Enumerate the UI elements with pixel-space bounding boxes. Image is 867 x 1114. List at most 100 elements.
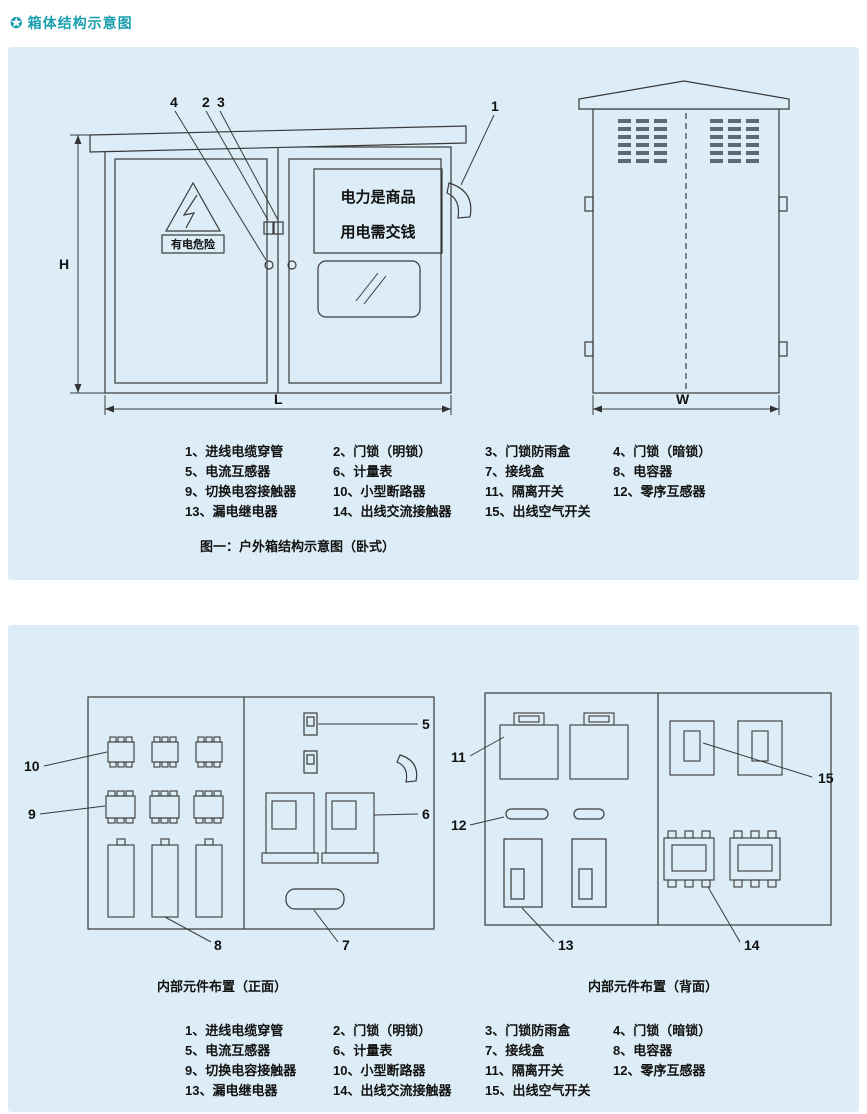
legend-item-2: 2、门锁（明锁） <box>333 444 432 459</box>
energy-meter <box>261 792 319 864</box>
isolation-switch <box>569 712 629 780</box>
callout-13: 13 <box>558 937 574 953</box>
cable-entry-handle <box>446 182 472 219</box>
dimension-W: W <box>592 391 780 415</box>
dim-w-label: W <box>676 391 690 407</box>
callout-4: 4 <box>170 94 178 110</box>
page-title: 箱体结构示意图 <box>27 15 133 31</box>
legend2-item-14: 14、出线交流接触器 <box>333 1083 452 1098</box>
legend-item-8: 8、电容器 <box>613 464 673 479</box>
legend2-item-4: 4、门锁（暗锁） <box>613 1023 712 1038</box>
legend-item-empty <box>613 502 763 522</box>
callout-6: 6 <box>422 806 430 822</box>
dimension-H: H <box>59 134 105 394</box>
legend-item-5: 5、电流互感器 <box>185 464 271 479</box>
callout-11: 11 <box>451 749 466 765</box>
ac-contactor <box>729 830 781 888</box>
figure1-caption: 图一：户外箱结构示意图（卧式） <box>200 539 396 554</box>
dim-h-label: H <box>59 256 69 272</box>
legend2-item-13: 13、漏电继电器 <box>185 1083 278 1098</box>
legend2-item-6: 6、计量表 <box>333 1043 393 1058</box>
figure2-panel: 10 9 8 5 6 7 <box>8 625 859 1112</box>
legend2-item-11: 11、隔离开关 <box>485 1063 564 1078</box>
legend2-item-8: 8、电容器 <box>613 1043 673 1058</box>
callout-9: 9 <box>28 806 36 822</box>
figure2-legend: 1、进线电缆穿管 2、门锁（明锁） 3、门锁防雨盒 4、门锁（暗锁） 5、电流互… <box>8 1021 859 1101</box>
legend2-item-2: 2、门锁（明锁） <box>333 1023 432 1038</box>
energy-meter <box>321 792 379 864</box>
leakage-relays <box>503 838 607 908</box>
gear-icon: ✪ <box>10 14 23 32</box>
callout-10: 10 <box>24 758 40 774</box>
legend-item-3: 3、门锁防雨盒 <box>485 444 571 459</box>
legend2-item-7: 7、接线盒 <box>485 1043 545 1058</box>
legend-item-14: 14、出线交流接触器 <box>333 504 452 519</box>
legend-item-10: 10、小型断路器 <box>333 484 426 499</box>
door-locks <box>263 221 297 270</box>
door-handle <box>396 754 418 783</box>
figure1-panel: 有电危险 电力是商品 用电需交钱 1 <box>8 47 859 580</box>
callout-5: 5 <box>422 716 430 732</box>
legend-item-1: 1、进线电缆穿管 <box>185 444 284 459</box>
cabinet-rear-view <box>578 80 790 394</box>
warning-label: 有电危险 <box>171 237 216 251</box>
isolation-switch <box>499 712 559 780</box>
callout-14: 14 <box>744 937 760 953</box>
capacitor <box>151 838 179 918</box>
back-layout-label: 内部元件布置（背面） <box>588 979 718 994</box>
legend-item-7: 7、接线盒 <box>485 464 545 479</box>
cable-slots <box>505 808 605 820</box>
cabinet-roof <box>89 125 467 153</box>
figure2-back-callouts: 11 12 13 15 14 <box>451 736 834 953</box>
legend-item-4: 4、门锁（暗锁） <box>613 444 712 459</box>
legend2-item-15: 15、出线空气开关 <box>485 1083 591 1098</box>
mini-breaker <box>151 736 179 768</box>
rear-roof <box>578 80 790 110</box>
capacitor-contactor <box>193 790 224 824</box>
front-layout-label: 内部元件布置（正面） <box>157 979 287 994</box>
page-header: ✪ 箱体结构示意图 <box>0 0 867 37</box>
capacitor-contactor <box>149 790 180 824</box>
callout-8: 8 <box>214 937 222 953</box>
meter-window <box>317 260 421 318</box>
legend-item-6: 6、计量表 <box>333 464 393 479</box>
junction-box <box>285 888 345 910</box>
legend2-item-5: 5、电流互感器 <box>185 1043 271 1058</box>
sign-line1: 电力是商品 <box>340 188 415 206</box>
mini-breaker <box>195 736 223 768</box>
mini-breaker <box>107 736 135 768</box>
capacitor <box>107 838 135 918</box>
capacitor <box>195 838 223 918</box>
ac-contactor <box>663 830 715 888</box>
capacitor-contactor <box>105 790 136 824</box>
figure1-diagram: 有电危险 电力是商品 用电需交钱 1 <box>59 80 790 415</box>
legend-item-12: 12、零序互感器 <box>613 484 706 499</box>
legend-item-13: 13、漏电继电器 <box>185 504 278 519</box>
callout-2: 2 <box>202 94 210 110</box>
legend-item-11: 11、隔离开关 <box>485 484 564 499</box>
figure1-callouts: 1 4 2 3 <box>170 94 499 261</box>
sign-line2: 用电需交钱 <box>340 223 415 241</box>
legend2-item-empty <box>613 1081 763 1101</box>
callout-12: 12 <box>451 817 467 833</box>
callout-7: 7 <box>342 937 350 953</box>
cabinet-front-view: 有电危险 电力是商品 用电需交钱 <box>89 125 472 394</box>
hinges <box>584 196 788 357</box>
legend2-item-3: 3、门锁防雨盒 <box>485 1023 571 1038</box>
callout-15: 15 <box>818 770 834 786</box>
figure2-diagram: 10 9 8 5 6 7 <box>24 692 834 994</box>
current-transformers <box>303 712 318 774</box>
legend2-item-1: 1、进线电缆穿管 <box>185 1023 284 1038</box>
internal-back-layout <box>484 692 832 926</box>
legend-item-15: 15、出线空气开关 <box>485 504 591 519</box>
legend2-item-12: 12、零序互感器 <box>613 1063 706 1078</box>
legend-item-9: 9、切换电容接触器 <box>185 484 297 499</box>
dimension-L: L <box>104 391 452 415</box>
electric-danger-warning: 有电危险 <box>161 181 225 254</box>
legend2-item-10: 10、小型断路器 <box>333 1063 426 1078</box>
notice-sign: 电力是商品 用电需交钱 <box>313 168 443 254</box>
outgoing-air-switch <box>669 720 715 776</box>
figure2-front-callouts: 10 9 8 5 6 7 <box>24 716 430 953</box>
callout-1: 1 <box>491 98 499 114</box>
internal-front-layout <box>87 696 435 930</box>
